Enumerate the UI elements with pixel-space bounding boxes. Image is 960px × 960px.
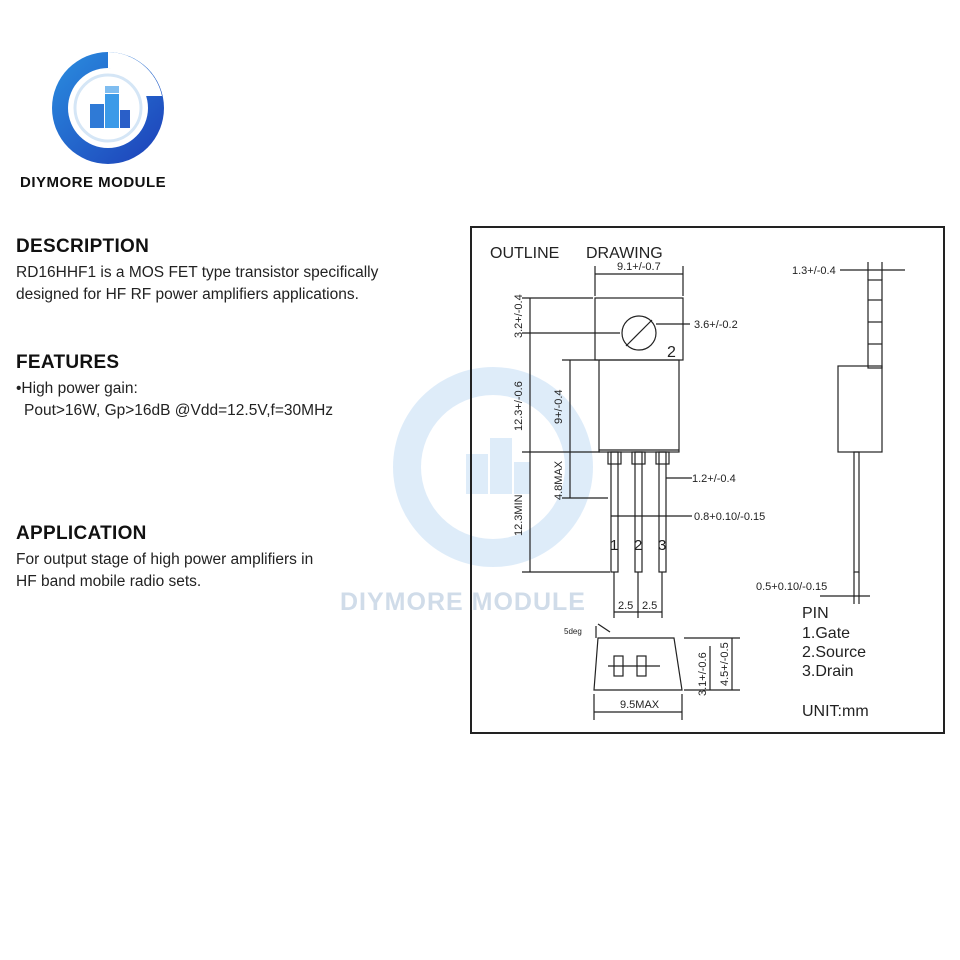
application-line: HF band mobile radio sets. xyxy=(16,573,202,590)
feature-line: Pout>16W, Gp>16dB @Vdd=12.5V,f=30MHz xyxy=(24,402,334,419)
dim-pitch-2: 2.5 xyxy=(642,600,657,612)
drawing-title-right: DRAWING xyxy=(586,245,663,262)
unit-label: UNIT:mm xyxy=(802,703,869,720)
outline-drawing-frame xyxy=(470,226,945,734)
side-view-body xyxy=(837,365,883,453)
watermark-logo xyxy=(388,362,598,572)
dim-pitch-1: 2.5 xyxy=(618,600,633,612)
dim-bottom-inner-height: 3.1+/-0.6 xyxy=(697,652,709,696)
feature-line: •High power gain: xyxy=(16,380,138,397)
dim-side-tab-thickness: 1.3+/-0.4 xyxy=(792,265,836,277)
tab-pin-number: 2 xyxy=(667,344,676,361)
dim-bottom-angle: 5deg xyxy=(564,627,582,636)
dim-lead-width: 0.8+0.10/-0.15 xyxy=(694,511,765,523)
application-title: APPLICATION xyxy=(16,523,147,544)
description-title: DESCRIPTION xyxy=(16,236,150,257)
description-body: RD16HHF1 is a MOS FET type transistor sp… xyxy=(16,262,456,306)
outline-drawing: OUTLINE DRAWING 9.1+/-0.7 3.6+/-0.2 2 3.… xyxy=(470,226,945,734)
application-body: For output stage of high power amplifier… xyxy=(16,549,456,593)
application-line: For output stage of high power amplifier… xyxy=(16,551,314,568)
lead-3 xyxy=(658,451,667,573)
features-body: •High power gain: Pout>16W, Gp>16dB @Vdd… xyxy=(16,378,456,422)
pin-legend: PIN 1.Gate 2.Source 3.Drain UNIT:mm xyxy=(802,605,869,720)
description-line: designed for HF RF power amplifiers appl… xyxy=(16,286,359,303)
lead-2 xyxy=(634,451,643,573)
pin-legend-source: 2.Source xyxy=(802,644,866,661)
dim-lead-shoulder: 4.8MAX xyxy=(553,460,565,500)
mounting-hole xyxy=(621,315,657,351)
dim-body-height: 12.3+/-0.6 xyxy=(513,381,525,431)
brand-logo xyxy=(50,38,165,168)
bottom-view xyxy=(593,637,683,691)
side-view-lead xyxy=(853,451,860,573)
pin-number-3: 3 xyxy=(658,537,666,554)
lead-1 xyxy=(610,451,619,573)
pin-legend-gate: 1.Gate xyxy=(802,625,850,642)
dim-hole: 3.6+/-0.2 xyxy=(694,319,738,331)
pin-number-1: 1 xyxy=(610,537,618,554)
drawing-title-left: OUTLINE xyxy=(490,245,559,262)
dim-side-lead-thickness: 0.5+0.10/-0.15 xyxy=(756,581,827,593)
dim-lead-width-upper: 1.2+/-0.4 xyxy=(692,473,736,485)
dim-hole-to-bottom: 9+/-0.4 xyxy=(553,389,565,424)
package-body xyxy=(598,359,680,453)
features-title: FEATURES xyxy=(16,352,120,373)
description-line: RD16HHF1 is a MOS FET type transistor sp… xyxy=(16,264,379,281)
pin-legend-drain: 3.Drain xyxy=(802,663,854,680)
pin-legend-title: PIN xyxy=(802,605,829,622)
dim-bottom-width: 9.5MAX xyxy=(620,699,660,711)
brand-name: DIYMORE MODULE xyxy=(20,174,167,191)
dim-lead-length: 12.3MIN xyxy=(513,494,525,536)
watermark-text: DIYMORE MODULE xyxy=(340,588,586,616)
side-view-tab xyxy=(867,279,883,369)
dim-tab-height: 3.2+/-0.4 xyxy=(513,294,525,338)
dim-top-width: 9.1+/-0.7 xyxy=(617,261,661,273)
dim-bottom-height: 4.5+/-0.5 xyxy=(719,642,731,686)
pin-number-2: 2 xyxy=(634,537,642,554)
